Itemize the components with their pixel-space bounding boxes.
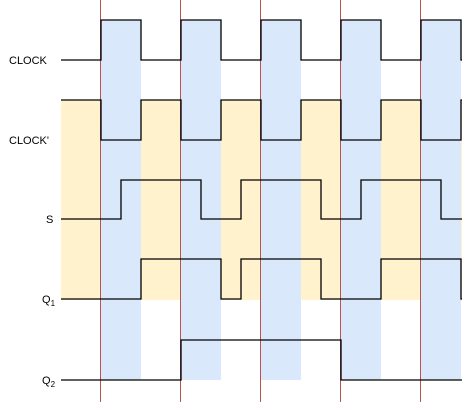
rising-edge-markers — [100, 0, 421, 402]
signal-label-q1: Q1 — [42, 294, 56, 308]
signal-label-s: S — [46, 214, 53, 226]
signal-subscript-q1: 1 — [51, 299, 56, 308]
signal-label-q2: Q2 — [42, 375, 56, 389]
clock-low-band — [141, 100, 181, 300]
waveform-s — [61, 179, 462, 220]
signal-subscript-q2: 2 — [51, 380, 56, 389]
waveform-q2 — [61, 339, 462, 381]
waveform-q1 — [61, 258, 462, 300]
signal-label-clock: CLOCK — [9, 55, 48, 67]
clock-low-band — [61, 100, 101, 300]
signal-label-clock-bar: CLOCK' — [9, 135, 49, 147]
waveform-clock — [61, 19, 462, 61]
waveform-clock-bar — [61, 99, 462, 141]
clock-low-band — [381, 100, 421, 300]
clock-high-band — [261, 20, 301, 380]
waveforms — [61, 19, 462, 381]
